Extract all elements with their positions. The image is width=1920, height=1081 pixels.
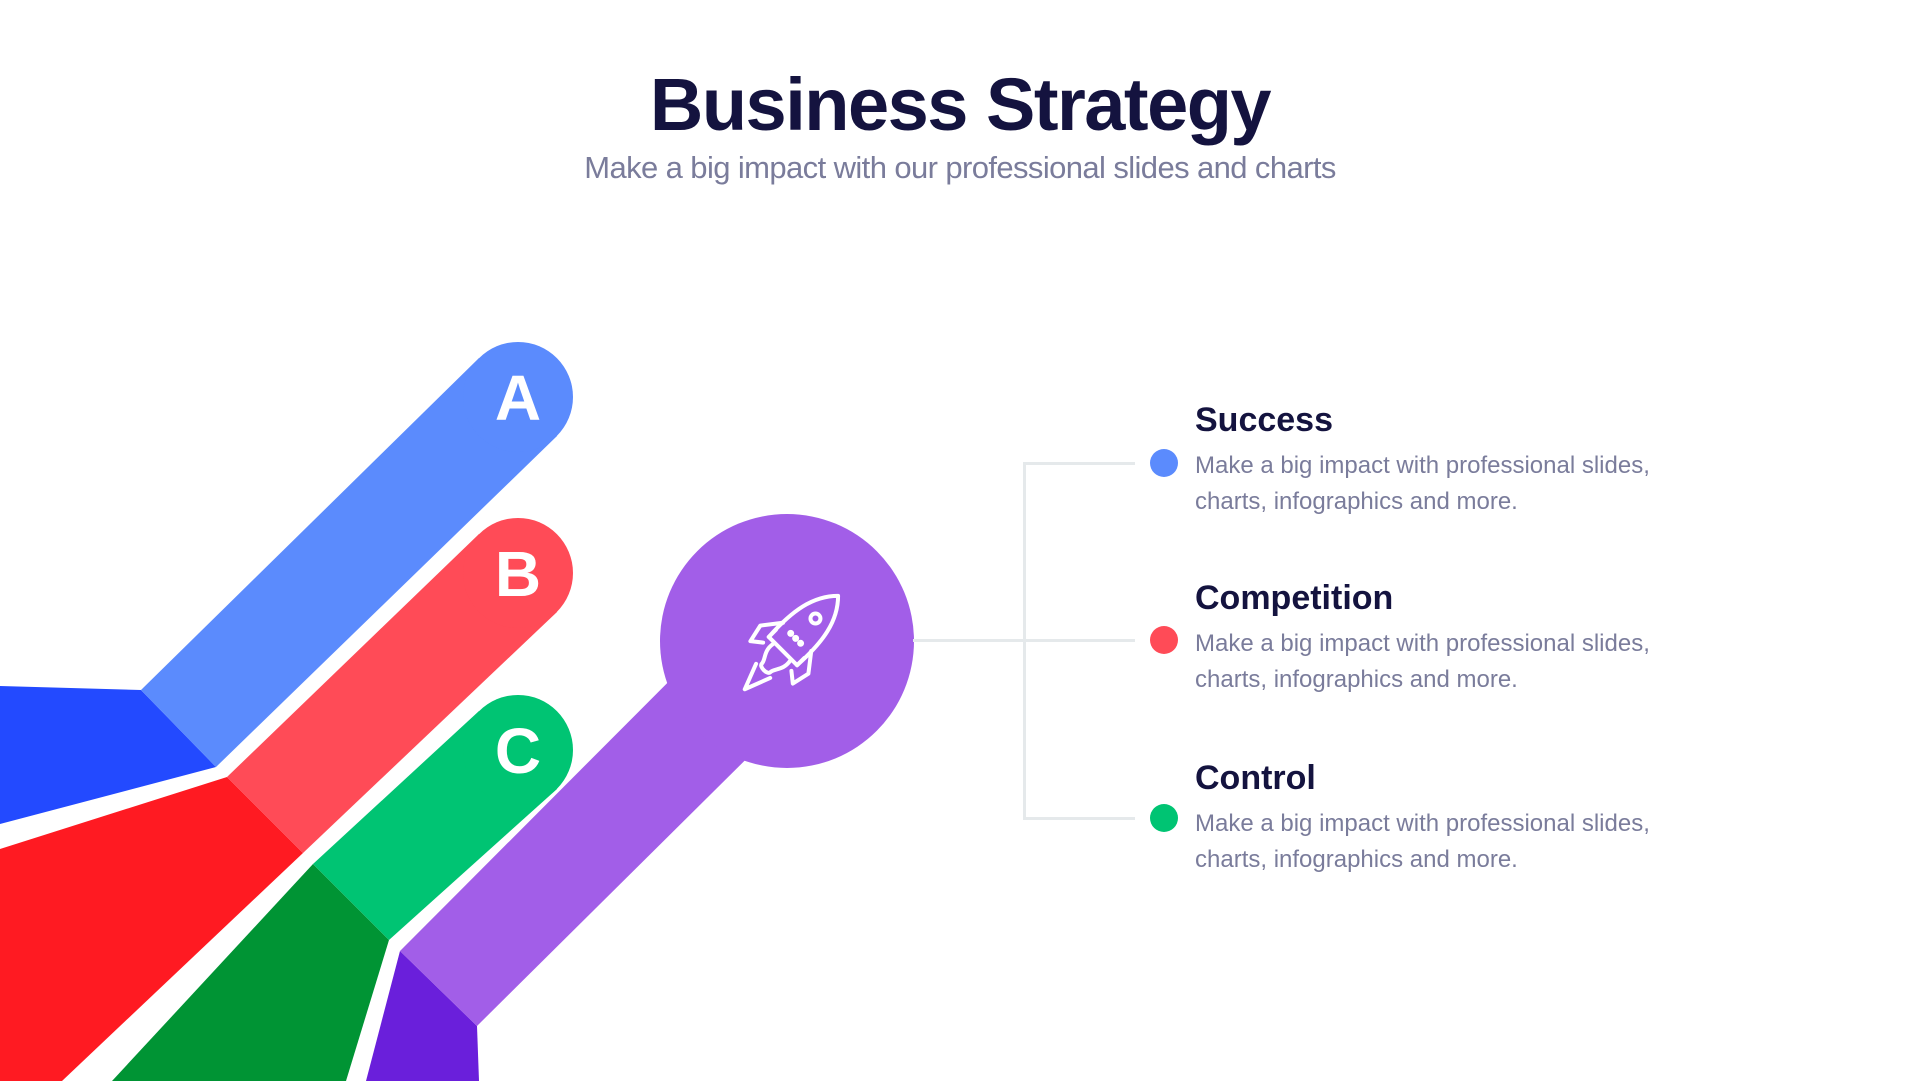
page-subtitle: Make a big impact with our professional … (584, 150, 1336, 185)
item-description: Make a big impact with professional slid… (1195, 452, 1650, 515)
hub (400, 514, 914, 1026)
branch-a: A (141, 342, 573, 767)
item-success: Success Make a big impact with professio… (1195, 400, 1715, 520)
page-title: Business Strategy (649, 63, 1272, 146)
rocket-icon (742, 593, 841, 692)
branch-a-label: A (495, 362, 541, 434)
hub-base (366, 951, 479, 1081)
item-title: Control (1195, 759, 1316, 797)
bracket-branch-control (1023, 817, 1135, 820)
item-description: Make a big impact with professional slid… (1195, 630, 1650, 693)
branch-b-label: B (495, 538, 541, 610)
branch-b-base (0, 777, 303, 1081)
bracket-branch-competition (1023, 639, 1135, 642)
branch-c: C (313, 695, 573, 940)
hub-connector-line (913, 639, 1024, 642)
item-competition: Competition Make a big impact with profe… (1195, 578, 1715, 698)
success-dot (1150, 449, 1178, 477)
branch-b: B (227, 518, 573, 853)
item-description: Make a big impact with professional slid… (1195, 810, 1650, 873)
bracket-branch-success (1023, 462, 1135, 465)
branch-c-label: C (495, 715, 541, 787)
item-title: Competition (1195, 579, 1394, 617)
branch-a-base (0, 686, 216, 824)
control-dot (1150, 804, 1178, 832)
competition-dot (1150, 626, 1178, 654)
branch-c-base (112, 864, 389, 1081)
item-title: Success (1195, 401, 1333, 439)
item-control: Control Make a big impact with professio… (1195, 758, 1715, 878)
